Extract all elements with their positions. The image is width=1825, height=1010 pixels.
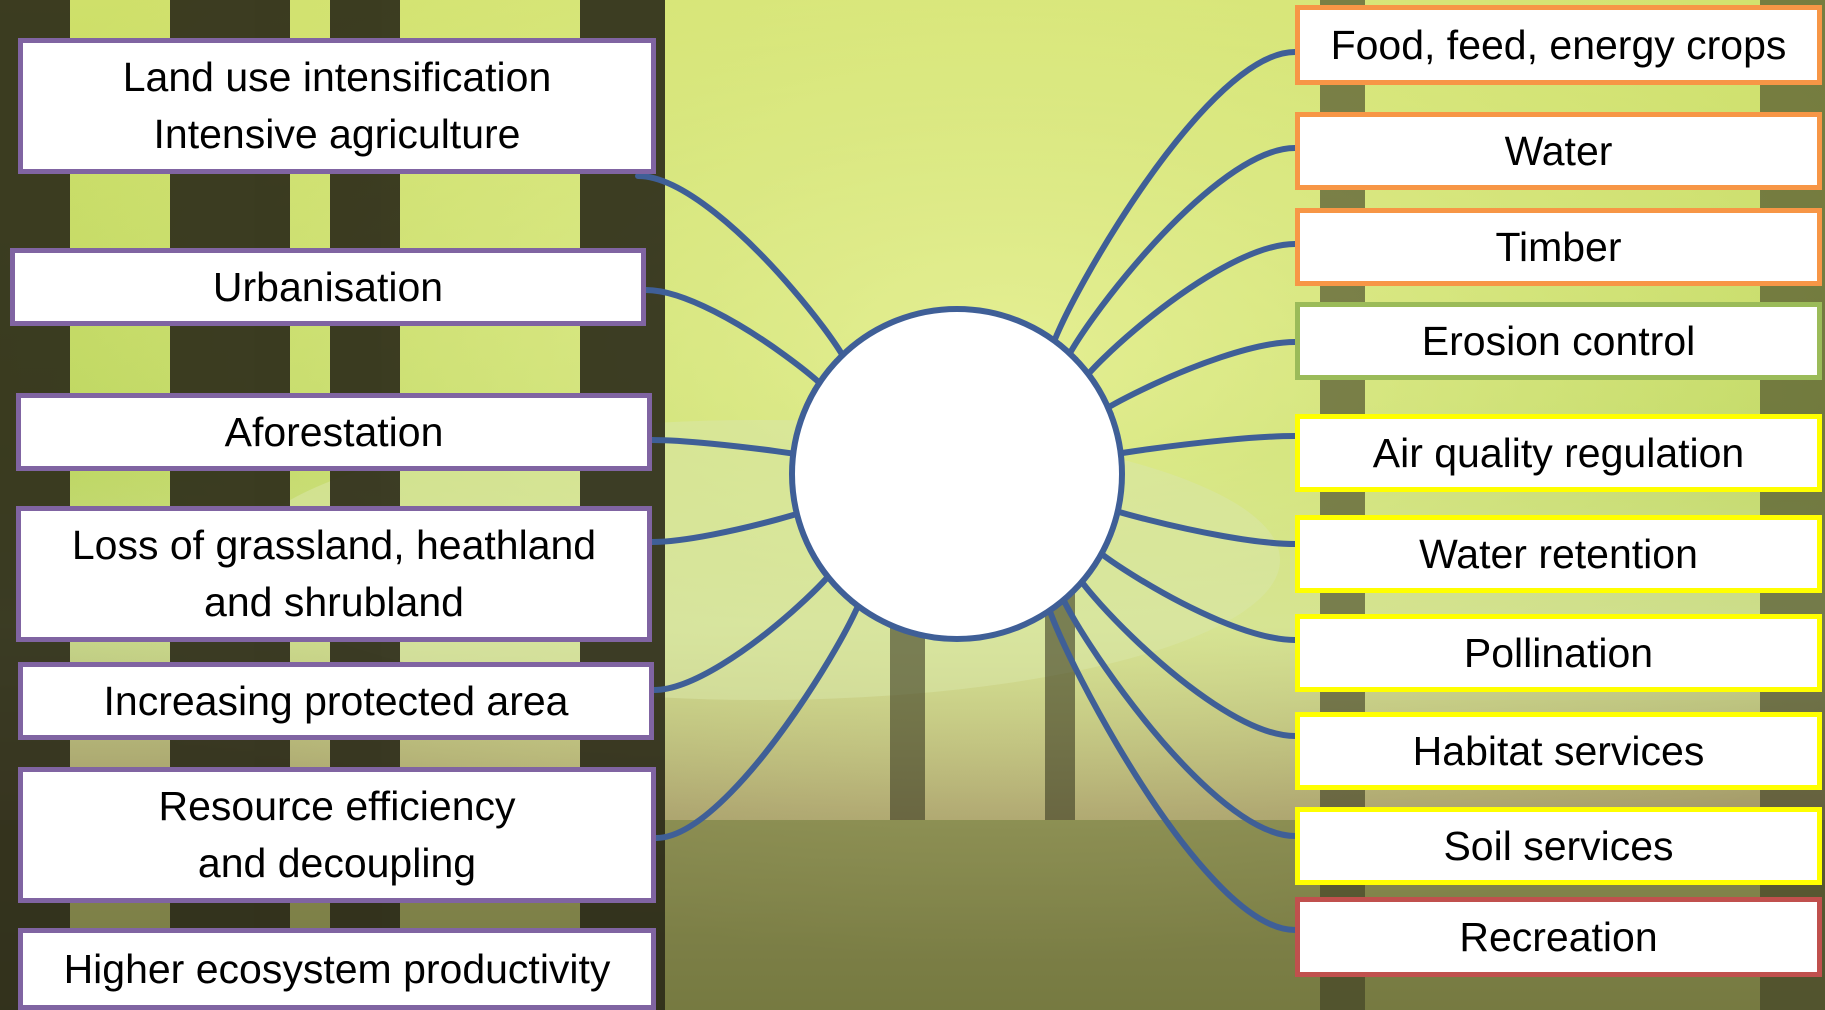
driver-label-line: Increasing protected area: [103, 677, 569, 724]
driver-label: Loss of grassland, heathland and shrublan…: [72, 517, 596, 631]
driver-label: Increasing protected area: [104, 673, 569, 730]
driver-label: Higher ecosystem productivity: [64, 941, 611, 998]
driver-aforestation: Aforestation: [16, 393, 652, 471]
service-habitat-services: Habitat services: [1295, 712, 1822, 790]
service-label: Recreation: [1459, 913, 1658, 960]
driver-label-line: Urbanisation: [212, 263, 444, 310]
service-label: Pollination: [1463, 629, 1654, 676]
driver-label-line: Land use intensification: [122, 54, 552, 100]
driver-label-line: Intensive agriculture: [153, 111, 521, 157]
service-pollination: Pollination: [1295, 614, 1822, 692]
connector-water-retention: [1096, 501, 1298, 547]
connector-habitat-services: [1071, 564, 1298, 739]
driver-label-line: Aforestation: [224, 408, 444, 455]
driver-label-line: Loss of grassland, heathland: [71, 522, 597, 568]
driver-resource-efficiency: Resource efficiency and decoupling: [18, 767, 656, 903]
service-label: Air quality regulation: [1372, 429, 1745, 476]
service-label: Timber: [1495, 223, 1622, 270]
connector-loss-grassland: [649, 503, 820, 545]
service-label: Erosion control: [1421, 317, 1696, 364]
service-recreation: Recreation: [1295, 897, 1822, 977]
service-erosion-control: Erosion control: [1295, 302, 1822, 380]
driver-label-line: Higher ecosystem productivity: [63, 945, 611, 992]
driver-label: Urbanisation: [213, 259, 443, 316]
service-label: Water retention: [1419, 530, 1698, 577]
driver-ecosystem-productivity: Higher ecosystem productivity: [18, 928, 656, 1010]
connector-land-use: [635, 173, 852, 373]
driver-label-line: and decoupling: [197, 840, 477, 886]
driver-loss-grassland: Loss of grassland, heathland and shrublan…: [16, 506, 652, 642]
connector-food-feed-energy: [1048, 49, 1298, 356]
service-water-retention: Water retention: [1295, 515, 1822, 593]
connector-resource-efficiency: [653, 589, 865, 841]
connector-protected-area: [651, 558, 841, 693]
connector-air-quality: [1097, 433, 1298, 461]
service-food-feed-energy: Food, feed, energy crops: [1295, 5, 1822, 85]
connector-recreation: [1044, 596, 1298, 933]
driver-label: Resource efficiency and decoupling: [158, 778, 515, 892]
service-soil-services: Soil services: [1295, 807, 1822, 885]
connector-erosion-control: [1089, 339, 1298, 423]
service-water: Water: [1295, 112, 1822, 190]
driver-urbanisation: Urbanisation: [10, 248, 646, 326]
driver-label-line: Resource efficiency: [158, 783, 516, 829]
service-label: Water: [1504, 127, 1613, 174]
service-label: Habitat services: [1412, 727, 1705, 774]
service-label: Food, feed, energy crops: [1330, 21, 1787, 68]
central-circle: [789, 306, 1125, 642]
service-timber: Timber: [1295, 208, 1822, 286]
driver-label-line: and shrubland: [204, 579, 464, 625]
driver-protected-area: Increasing protected area: [18, 662, 654, 740]
driver-label: Aforestation: [225, 404, 444, 461]
service-air-quality: Air quality regulation: [1295, 414, 1822, 492]
service-label: Soil services: [1443, 822, 1674, 869]
